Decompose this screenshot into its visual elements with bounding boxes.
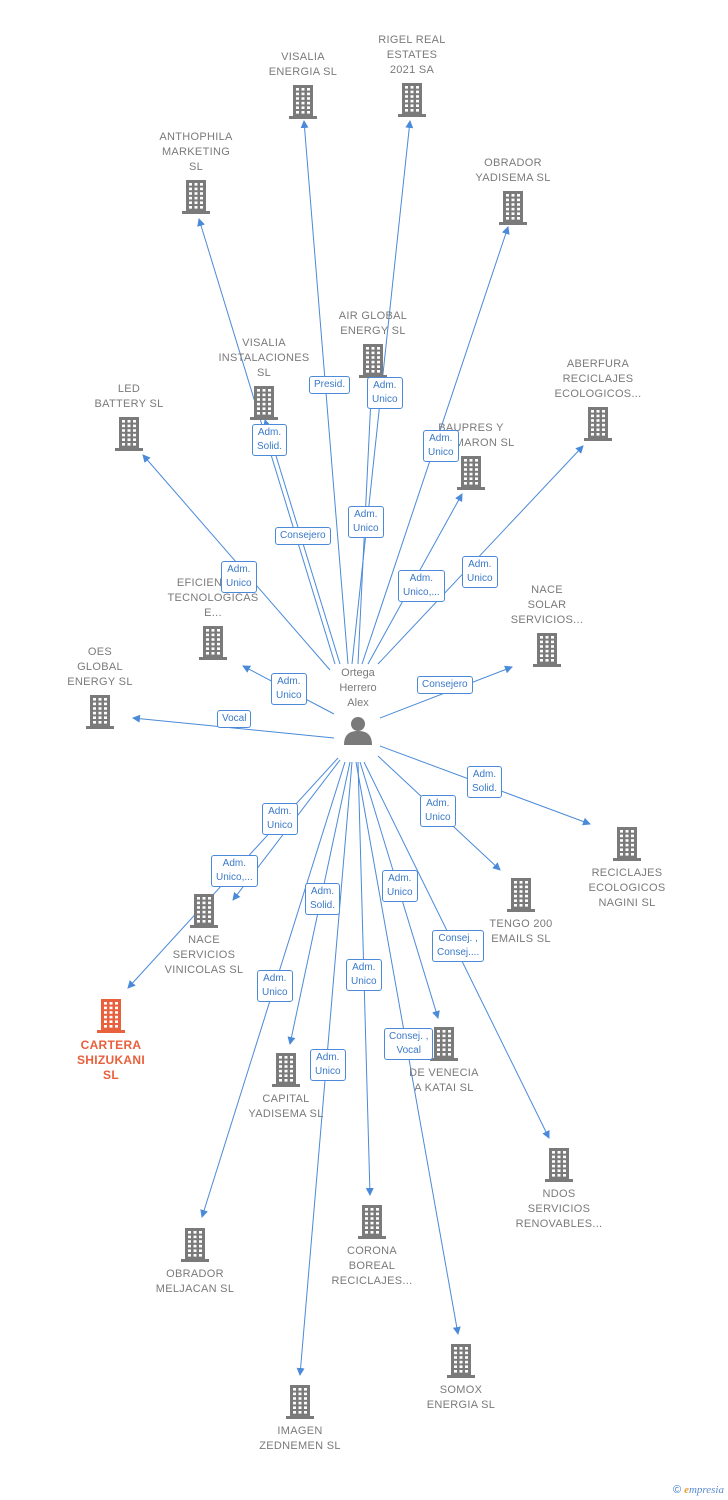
company-node-obrador-meljacan[interactable]: OBRADOR MELJACAN SL	[135, 1227, 255, 1297]
relation-label-obrador-meljacan[interactable]: Adm. Unico	[257, 970, 293, 1002]
building-icon	[507, 878, 535, 912]
company-label: SOMOX ENERGIA SL	[426, 1384, 496, 1411]
building-icon	[398, 83, 426, 117]
building-icon	[457, 456, 485, 490]
building-icon	[289, 85, 317, 119]
building-icon	[272, 1053, 300, 1087]
company-label: DE VENECIA A KATAI SL	[409, 1067, 479, 1094]
company-label: CARTERA SHIZUKANI SL	[76, 1038, 146, 1082]
company-label: NDOS SERVICIOS RENOVABLES...	[515, 1188, 603, 1230]
relation-label-tengo200[interactable]: Adm. Unico	[420, 795, 456, 827]
building-icon	[613, 827, 641, 861]
company-node-capital-yadisema[interactable]: CAPITAL YADISEMA SL	[226, 1052, 346, 1122]
relation-label-led-battery[interactable]: Adm. Unico	[221, 561, 257, 593]
relation-label-obrador-yadisema[interactable]: Adm. Unico	[423, 430, 459, 462]
building-icon	[199, 626, 227, 660]
brand-name: mpresia	[688, 1484, 724, 1496]
building-icon	[430, 1027, 458, 1061]
company-node-anthophila[interactable]: ANTHOPHILA MARKETING SL	[136, 130, 256, 215]
company-node-somox[interactable]: SOMOX ENERGIA SL	[401, 1343, 521, 1413]
person-icon	[344, 717, 372, 745]
relation-label-reciclajes-nagini[interactable]: Adm. Solid.	[467, 766, 503, 798]
building-icon	[86, 695, 114, 729]
relation-label-nace-solar[interactable]: Consejero	[417, 676, 473, 694]
relation-label-imagen[interactable]: Adm. Unico	[310, 1049, 346, 1081]
company-label: NACE SERVICIOS VINICOLAS SL	[164, 934, 244, 976]
company-node-tengo200[interactable]: TENGO 200 EMAILS SL	[461, 877, 581, 947]
building-icon	[533, 633, 561, 667]
building-icon	[286, 1385, 314, 1419]
edge-oes-global	[132, 714, 335, 739]
company-node-obrador-yadisema[interactable]: OBRADOR YADISEMA SL	[453, 156, 573, 226]
company-label: ANTHOPHILA MARKETING SL	[159, 131, 233, 173]
relation-label-cartera[interactable]: Adm. Unico,...	[211, 855, 258, 887]
building-icon	[115, 417, 143, 451]
company-node-de-venecia[interactable]: DE VENECIA A KATAI SL	[384, 1026, 504, 1096]
company-label: TENGO 200 EMAILS SL	[489, 918, 553, 945]
company-node-cartera[interactable]: CARTERA SHIZUKANI SL	[51, 998, 171, 1083]
relation-label-visalia-inst[interactable]: Adm. Solid.	[252, 424, 288, 456]
brand-footer[interactable]: ©empresia	[673, 1484, 724, 1496]
relation-label-de-venecia[interactable]: Adm. Unico	[382, 870, 418, 902]
company-node-air-global[interactable]: AIR GLOBAL ENERGY SL	[313, 309, 433, 379]
relation-label-air-global[interactable]: Adm. Unico	[348, 506, 384, 538]
building-icon	[358, 1205, 386, 1239]
company-node-rigel[interactable]: RIGEL REAL ESTATES 2021 SA	[352, 33, 472, 118]
company-node-reciclajes-nagini[interactable]: RECICLAJES ECOLOGICOS NAGINI SL	[567, 826, 687, 911]
company-label: OBRADOR YADISEMA SL	[475, 157, 551, 184]
company-node-visalia-inst[interactable]: VISALIA INSTALACIONES SL	[204, 336, 324, 421]
brand-initial: e	[684, 1484, 689, 1496]
relation-label-visalia-energia[interactable]: Presid.	[309, 376, 351, 394]
relation-label-corona[interactable]: Adm. Unico	[346, 959, 382, 991]
building-icon	[545, 1148, 573, 1182]
company-label: OBRADOR MELJACAN SL	[155, 1268, 235, 1295]
company-node-corona[interactable]: CORONA BOREAL RECICLAJES...	[312, 1204, 432, 1289]
company-label: OES GLOBAL ENERGY SL	[67, 646, 133, 688]
company-node-nace-solar[interactable]: NACE SOLAR SERVICIOS...	[487, 583, 607, 668]
company-label: RECICLAJES ECOLOGICOS NAGINI SL	[588, 867, 666, 909]
company-label: AIR GLOBAL ENERGY SL	[338, 310, 408, 337]
company-node-aberfura[interactable]: ABERFURA RECICLAJES ECOLOGICOS...	[538, 357, 658, 442]
relation-label-rigel[interactable]: Adm. Unico	[367, 377, 403, 409]
building-icon	[359, 344, 387, 378]
building-icon	[97, 999, 125, 1033]
building-icon	[181, 1228, 209, 1262]
copyright-icon: ©	[672, 1484, 682, 1496]
building-icon	[250, 386, 278, 420]
relation-label-capital-yadisema[interactable]: Adm. Solid.	[305, 883, 341, 915]
building-icon	[190, 894, 218, 928]
building-icon	[499, 191, 527, 225]
relation-label-baupres[interactable]: Adm. Unico,...	[398, 570, 445, 602]
relation-label-nace-vinicolas[interactable]: Adm. Unico	[262, 803, 298, 835]
company-label: IMAGEN ZEDNEMEN SL	[259, 1425, 341, 1452]
company-label: VISALIA INSTALACIONES SL	[218, 337, 310, 379]
company-label: VISALIA ENERGIA SL	[268, 51, 338, 78]
company-label: CAPITAL YADISEMA SL	[248, 1093, 324, 1120]
person-name: Ortega Herrero Alex	[339, 667, 377, 709]
company-node-oes-global[interactable]: OES GLOBAL ENERGY SL	[40, 645, 160, 730]
relation-label-oes-global[interactable]: Vocal	[217, 710, 252, 728]
company-node-led-battery[interactable]: LED BATTERY SL	[69, 382, 189, 452]
building-icon	[447, 1344, 475, 1378]
company-label: LED BATTERY SL	[94, 383, 164, 410]
company-label: ABERFURA RECICLAJES ECOLOGICOS...	[554, 358, 642, 400]
relation-label-aberfura[interactable]: Adm. Unico	[462, 556, 498, 588]
building-icon	[584, 407, 612, 441]
company-label: NACE SOLAR SERVICIOS...	[510, 584, 584, 626]
relation-label-ndos[interactable]: Consej. , Consej....	[432, 930, 485, 962]
person-node[interactable]: Ortega Herrero Alex	[323, 666, 393, 745]
company-node-nace-vinicolas[interactable]: NACE SERVICIOS VINICOLAS SL	[144, 893, 264, 978]
relation-label-eficien[interactable]: Adm. Unico	[271, 673, 307, 705]
relation-label-anthophila[interactable]: Consejero	[275, 527, 331, 545]
company-node-imagen[interactable]: IMAGEN ZEDNEMEN SL	[240, 1384, 360, 1454]
relation-label-somox[interactable]: Consej. , Vocal	[384, 1028, 434, 1060]
building-icon	[182, 180, 210, 214]
company-node-visalia-energia[interactable]: VISALIA ENERGIA SL	[243, 50, 363, 120]
company-label: CORONA BOREAL RECICLAJES...	[331, 1245, 413, 1287]
edge-aberfura	[377, 445, 584, 665]
company-node-ndos[interactable]: NDOS SERVICIOS RENOVABLES...	[499, 1147, 619, 1232]
company-label: RIGEL REAL ESTATES 2021 SA	[378, 34, 446, 76]
